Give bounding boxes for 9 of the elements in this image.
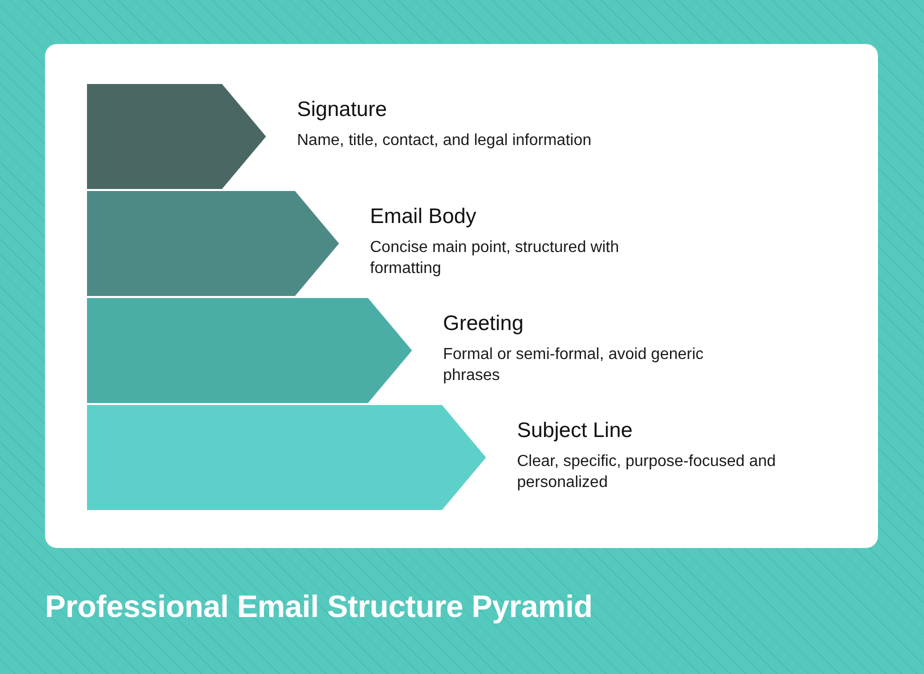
tier-heading: Email Body xyxy=(370,205,476,229)
tier-heading: Subject Line xyxy=(517,419,633,443)
tier-description: Formal or semi-formal, avoid generic phrases xyxy=(443,345,705,386)
tier-description: Clear, specific, purpose-focused and personalized xyxy=(517,452,777,493)
tier-description: Name, title, contact, and legal information xyxy=(297,131,592,151)
diagram-title: Professional Email Structure Pyramid xyxy=(45,588,593,626)
tier-heading: Signature xyxy=(297,98,387,122)
tier-heading: Greeting xyxy=(443,312,524,336)
tier-description: Concise main point, structured with formatting xyxy=(370,238,620,279)
